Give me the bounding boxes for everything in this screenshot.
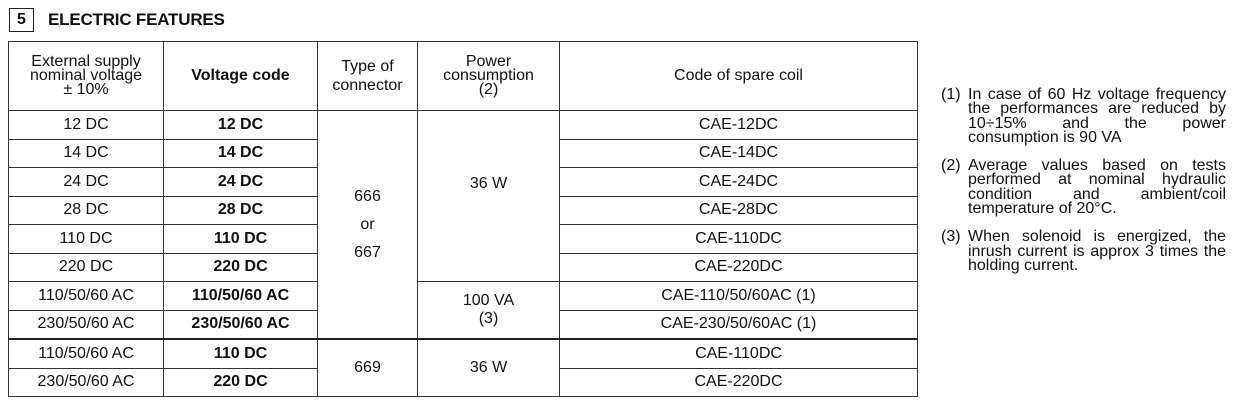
voltage-cell: 230/50/60 AC	[8, 309, 164, 340]
voltage-cell: 220 DC	[8, 252, 164, 282]
coil-cell: CAE-110DC	[559, 338, 918, 369]
power-cell: 100 VA(3)	[417, 281, 560, 340]
footnotes: (1) In case of 60 Hz voltage frequency th…	[941, 86, 1226, 287]
code-cell: 110/50/60 AC	[163, 281, 318, 311]
coil-cell: CAE-220DC	[559, 367, 918, 397]
footnote: (2) Average values based on tests perform…	[941, 157, 1226, 218]
voltage-cell: 12 DC	[8, 110, 164, 140]
code-cell: 110 DC	[163, 224, 318, 254]
section-heading: 5 ELECTRIC FEATURES	[9, 8, 225, 32]
voltage-cell: 230/50/60 AC	[8, 367, 164, 397]
footnote-text: When solenoid is energized, the inrush c…	[968, 228, 1226, 274]
footnote: (3) When solenoid is energized, the inrus…	[941, 228, 1226, 274]
section-title: ELECTRIC FEATURES	[48, 10, 225, 29]
code-cell: 14 DC	[163, 138, 318, 168]
coil-cell: CAE-110DC	[559, 224, 918, 254]
footnote-key: (3)	[941, 228, 961, 246]
code-cell: 12 DC	[163, 110, 318, 140]
section-number: 5	[9, 8, 34, 32]
footnote-text: In case of 60 Hz voltage frequency the p…	[968, 86, 1226, 146]
coil-cell: CAE-24DC	[559, 167, 918, 197]
voltage-cell: 110/50/60 AC	[8, 338, 164, 369]
connector-cell: 669	[317, 338, 418, 397]
code-cell: 220 DC	[163, 252, 318, 282]
coil-cell: CAE-110/50/60AC (1)	[559, 281, 918, 311]
voltage-cell: 110/50/60 AC	[8, 281, 164, 311]
coil-cell: CAE-12DC	[559, 110, 918, 140]
footnote-key: (2)	[941, 157, 961, 175]
header-coil: Code of spare coil	[559, 41, 918, 111]
voltage-cell: 28 DC	[8, 195, 164, 225]
footnote: (1) In case of 60 Hz voltage frequency th…	[941, 86, 1226, 146]
coil-cell: CAE-230/50/60AC (1)	[559, 309, 918, 340]
coil-cell: CAE-14DC	[559, 138, 918, 168]
coil-cell: CAE-220DC	[559, 252, 918, 282]
voltage-cell: 110 DC	[8, 224, 164, 254]
code-cell: 24 DC	[163, 167, 318, 197]
power-cell: 36 W	[417, 110, 560, 282]
voltage-cell: 14 DC	[8, 138, 164, 168]
code-cell: 220 DC	[163, 367, 318, 397]
footnote-text: Average values based on tests performed …	[968, 157, 1226, 218]
footnote-key: (1)	[941, 86, 961, 103]
coil-cell: CAE-28DC	[559, 195, 918, 225]
voltage-cell: 24 DC	[8, 167, 164, 197]
code-cell: 110 DC	[163, 338, 318, 369]
power-cell: 36 W	[417, 338, 560, 397]
header-code: Voltage code	[163, 41, 318, 111]
code-cell: 230/50/60 AC	[163, 309, 318, 340]
code-cell: 28 DC	[163, 195, 318, 225]
